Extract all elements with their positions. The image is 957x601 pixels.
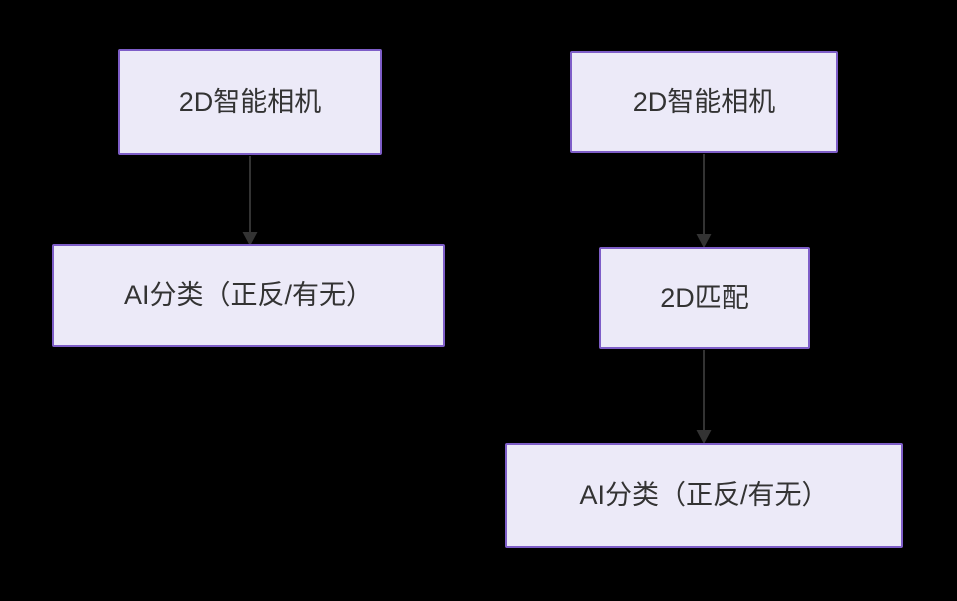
node-label: AI分类（正反/有无） xyxy=(123,280,373,311)
node-ai-classification-right: AI分类（正反/有无） xyxy=(505,443,903,548)
node-2d-matching: 2D匹配 xyxy=(599,247,810,349)
node-label: AI分类（正反/有无） xyxy=(579,480,829,511)
node-2d-smart-camera-left: 2D智能相机 xyxy=(118,49,382,155)
node-ai-classification-left: AI分类（正反/有无） xyxy=(52,244,445,347)
node-2d-smart-camera-right: 2D智能相机 xyxy=(570,51,838,153)
node-label: 2D智能相机 xyxy=(178,86,322,117)
connector-arrow-camera-right-to-match-2d xyxy=(696,154,712,248)
connector-arrow-match-2d-to-ai-classify-right xyxy=(696,350,712,444)
node-label: 2D智能相机 xyxy=(632,86,776,117)
connector-arrow-camera-left-to-ai-classify-left xyxy=(242,156,258,246)
node-label: 2D匹配 xyxy=(660,282,749,313)
